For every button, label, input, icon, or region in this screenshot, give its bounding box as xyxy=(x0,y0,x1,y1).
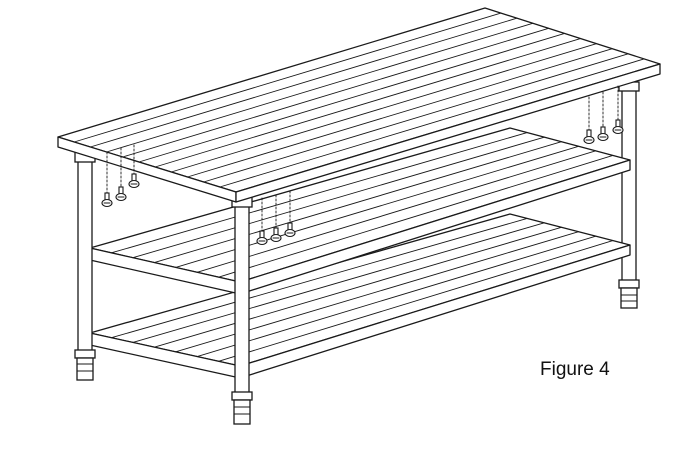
screw-icon xyxy=(597,91,609,142)
slat-gap xyxy=(106,22,534,153)
slat-gap xyxy=(153,226,562,348)
bottom-shelf xyxy=(89,213,631,379)
slat-gap xyxy=(138,33,565,163)
slat-gap xyxy=(110,217,528,339)
slat-gap xyxy=(187,48,613,178)
slat-gap xyxy=(218,154,614,278)
screw-icon xyxy=(284,190,296,238)
front-left-leg xyxy=(74,151,96,381)
slat-gap xyxy=(219,58,645,188)
slat-gap xyxy=(170,43,597,173)
slat-gap xyxy=(132,136,545,259)
slat-gap xyxy=(196,150,597,273)
slat-gap xyxy=(153,141,562,264)
screw-icon xyxy=(101,151,113,208)
back-right-leg xyxy=(618,77,640,309)
screw-group-right xyxy=(583,85,624,145)
slat-gap xyxy=(154,38,581,168)
screw-icon xyxy=(256,197,268,246)
slat-gap xyxy=(196,235,597,358)
slat-gap xyxy=(218,240,614,362)
screw-icon xyxy=(115,147,127,202)
screw-icon xyxy=(128,144,140,189)
screw-group-left xyxy=(101,144,140,208)
screw-icon xyxy=(612,85,624,135)
slat-gap xyxy=(110,132,528,254)
figure-caption: Figure 4 xyxy=(540,359,610,380)
front-right-leg xyxy=(231,196,253,425)
table-top xyxy=(57,7,661,203)
screw-group-middle xyxy=(256,190,296,246)
slat-gap xyxy=(73,12,502,143)
slat-gap xyxy=(122,27,550,158)
slat-gap xyxy=(89,17,518,148)
screw-icon xyxy=(583,96,595,145)
slat-gap xyxy=(203,53,629,183)
slat-gap xyxy=(132,222,545,343)
screw-icon xyxy=(270,194,282,243)
